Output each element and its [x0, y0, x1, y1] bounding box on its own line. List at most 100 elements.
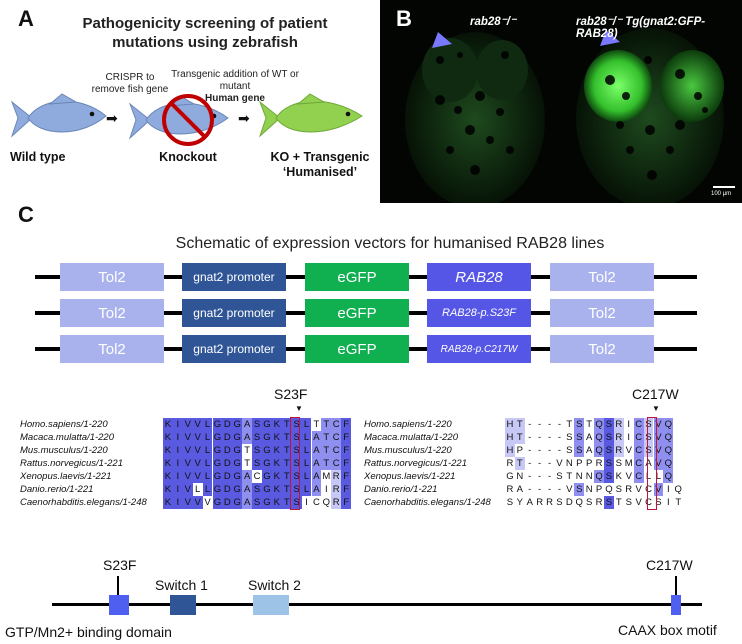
residue: V	[653, 444, 664, 457]
residue: Q	[663, 431, 674, 444]
residue: D	[222, 496, 233, 509]
domain-c217w-label: C217W	[646, 557, 693, 573]
alignment-right-mutation-label: C217W	[632, 386, 679, 402]
schematic-title: Schematic of expression vectors for huma…	[175, 235, 605, 252]
residue: G	[212, 470, 223, 483]
residue: A	[516, 484, 523, 495]
residue: -	[547, 419, 552, 430]
residue: K	[615, 471, 622, 482]
panel-c-letter: C	[18, 202, 34, 227]
residue: L	[301, 444, 312, 457]
residue: -	[538, 484, 542, 495]
residue: L	[202, 444, 213, 457]
residue: S	[252, 418, 262, 431]
residue: R	[506, 458, 514, 469]
residue: L	[202, 457, 213, 470]
species-label: Homo.sapiens/1-220	[20, 419, 108, 430]
residue: -	[538, 458, 542, 469]
residue: T	[586, 419, 593, 430]
residue: -	[528, 419, 532, 430]
residue: A	[526, 497, 533, 508]
residue: T	[244, 458, 251, 469]
residue: -	[547, 445, 552, 456]
residue: V	[566, 484, 573, 495]
residue: K	[163, 470, 173, 483]
zebrafish-fluorescence-image	[405, 28, 724, 203]
residue: L	[301, 418, 312, 431]
vector1-rab28: RAB28	[427, 263, 531, 291]
residue: H	[505, 431, 515, 444]
residue: Q	[322, 497, 331, 508]
residue: R	[613, 431, 624, 444]
residue: R	[595, 497, 603, 508]
species-label: Rattus.norvegicus/1-221	[364, 458, 467, 469]
residue: C	[253, 471, 261, 482]
residue: -	[557, 484, 562, 495]
residue: R	[506, 484, 514, 495]
residue: V	[192, 431, 203, 444]
residue: T	[244, 445, 251, 456]
residue: L	[301, 470, 312, 483]
switch2-box	[253, 595, 289, 615]
residue: R	[536, 497, 544, 508]
residue: S	[506, 497, 514, 508]
step2-label: Transgenic addition of WT or mutant Huma…	[170, 69, 300, 105]
residue: V	[182, 444, 193, 457]
residue: G	[262, 457, 272, 470]
residue: T	[281, 431, 292, 444]
residue: -	[547, 432, 552, 443]
residue: F	[341, 470, 352, 483]
residue: K	[163, 431, 173, 444]
residue: A	[242, 483, 253, 496]
residue: T	[321, 431, 332, 444]
residue: T	[281, 418, 292, 431]
residue: Y	[516, 497, 523, 508]
species-label: Rattus.norvegicus/1-221	[20, 458, 123, 469]
alignment-right-highlight	[647, 417, 657, 510]
residue: S	[655, 497, 662, 508]
species-label: Danio.rerio/1-221	[20, 484, 94, 495]
residue: S	[566, 432, 573, 443]
scale-bar	[713, 186, 735, 188]
residue: T	[321, 418, 332, 431]
residue: L	[301, 457, 312, 470]
residue: L	[202, 431, 213, 444]
residue: -	[547, 471, 552, 482]
caax-box	[671, 595, 681, 615]
species-label: Mus.musculus/1-220	[20, 445, 108, 456]
residue: G	[212, 483, 223, 496]
residue: -	[547, 484, 552, 495]
species-label: Homo.sapiens/1-220	[364, 419, 452, 430]
humanised-fish-icon	[258, 93, 363, 138]
residue: D	[222, 470, 233, 483]
residue: K	[271, 470, 282, 483]
residue: T	[321, 457, 332, 470]
residue: N	[565, 458, 573, 469]
residue: T	[566, 471, 573, 482]
species-label: Danio.rerio/1-221	[364, 484, 438, 495]
step2-line2: Human gene	[204, 93, 265, 104]
residue: I	[172, 431, 183, 444]
residue: G	[262, 470, 272, 483]
residue: S	[556, 497, 563, 508]
fish3-label: KO + Transgenic ‘Humanised’	[270, 150, 370, 179]
alignment-right-marker-icon: ▼	[652, 404, 660, 413]
residue: D	[222, 431, 233, 444]
residue: A	[311, 457, 322, 470]
residue: P	[576, 458, 583, 469]
residue: T	[321, 444, 332, 457]
domain-s23f-label: S23F	[103, 557, 137, 573]
residue: K	[163, 457, 173, 470]
residue	[673, 444, 683, 457]
residue: T	[313, 419, 320, 430]
residue: G	[262, 444, 272, 457]
residue: K	[271, 496, 282, 509]
residue: K	[163, 418, 173, 431]
residue: -	[528, 432, 532, 443]
residue: S	[252, 457, 262, 470]
species-label: Mus.musculus/1-220	[364, 445, 452, 456]
wild-type-fish-icon	[10, 93, 107, 138]
residue: L	[202, 418, 213, 431]
residue: L	[202, 483, 213, 496]
residue: C	[633, 457, 644, 470]
